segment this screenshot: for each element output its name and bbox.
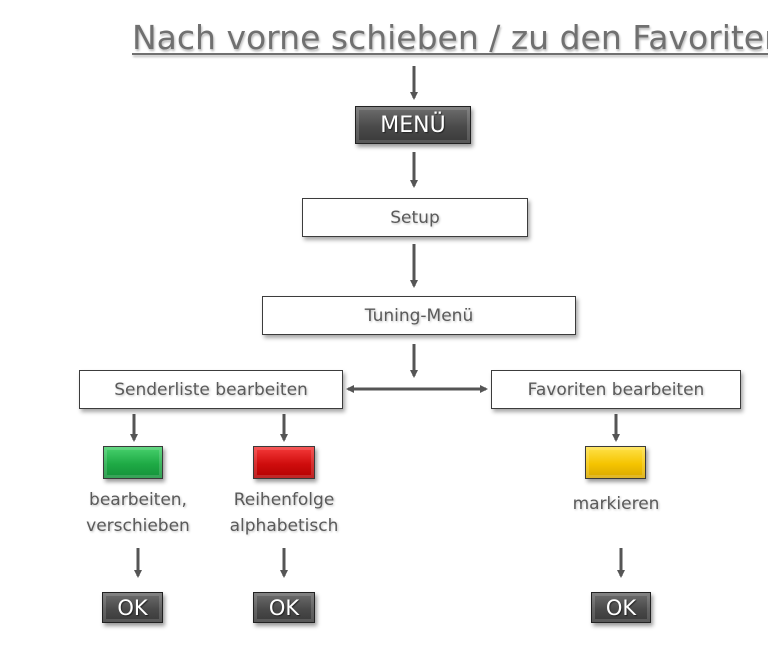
- favoriten-box: Favoriten bearbeiten: [491, 370, 741, 409]
- yellow-key: [585, 446, 646, 479]
- diagram-title: Nach vorne schieben / zu den Favoriten: [132, 18, 768, 57]
- setup-box: Setup: [302, 198, 528, 237]
- green-caption-line2: verschieben: [86, 516, 190, 536]
- senderliste-label: Senderliste bearbeiten: [114, 379, 308, 400]
- senderliste-box: Senderliste bearbeiten: [79, 370, 343, 409]
- red-caption-line1: Reihenfolge: [233, 490, 335, 510]
- green-key: [103, 446, 163, 479]
- yellow-caption-line1: markieren: [572, 494, 660, 514]
- red-caption-line2: alphabetisch: [229, 516, 339, 536]
- tuning-menu-box: Tuning-Menü: [262, 296, 576, 335]
- favoriten-label: Favoriten bearbeiten: [527, 379, 705, 400]
- ok-key-green-path: OK: [102, 592, 163, 623]
- ok-label: OK: [605, 595, 637, 620]
- red-key: [253, 446, 315, 479]
- ok-label: OK: [268, 595, 300, 620]
- tuning-menu-label: Tuning-Menü: [364, 305, 474, 326]
- yellow-key-caption: markieren: [556, 491, 676, 517]
- green-key-caption: bearbeiten, verschieben: [68, 487, 208, 539]
- ok-label: OK: [117, 595, 148, 620]
- red-key-caption: Reihenfolge alphabetisch: [214, 487, 354, 539]
- setup-label: Setup: [390, 207, 440, 228]
- ok-key-yellow-path: OK: [591, 592, 651, 623]
- ok-key-red-path: OK: [253, 592, 315, 623]
- menu-key: MENÜ: [355, 106, 471, 144]
- menu-key-label: MENÜ: [380, 112, 446, 138]
- green-caption-line1: bearbeiten,: [89, 490, 187, 510]
